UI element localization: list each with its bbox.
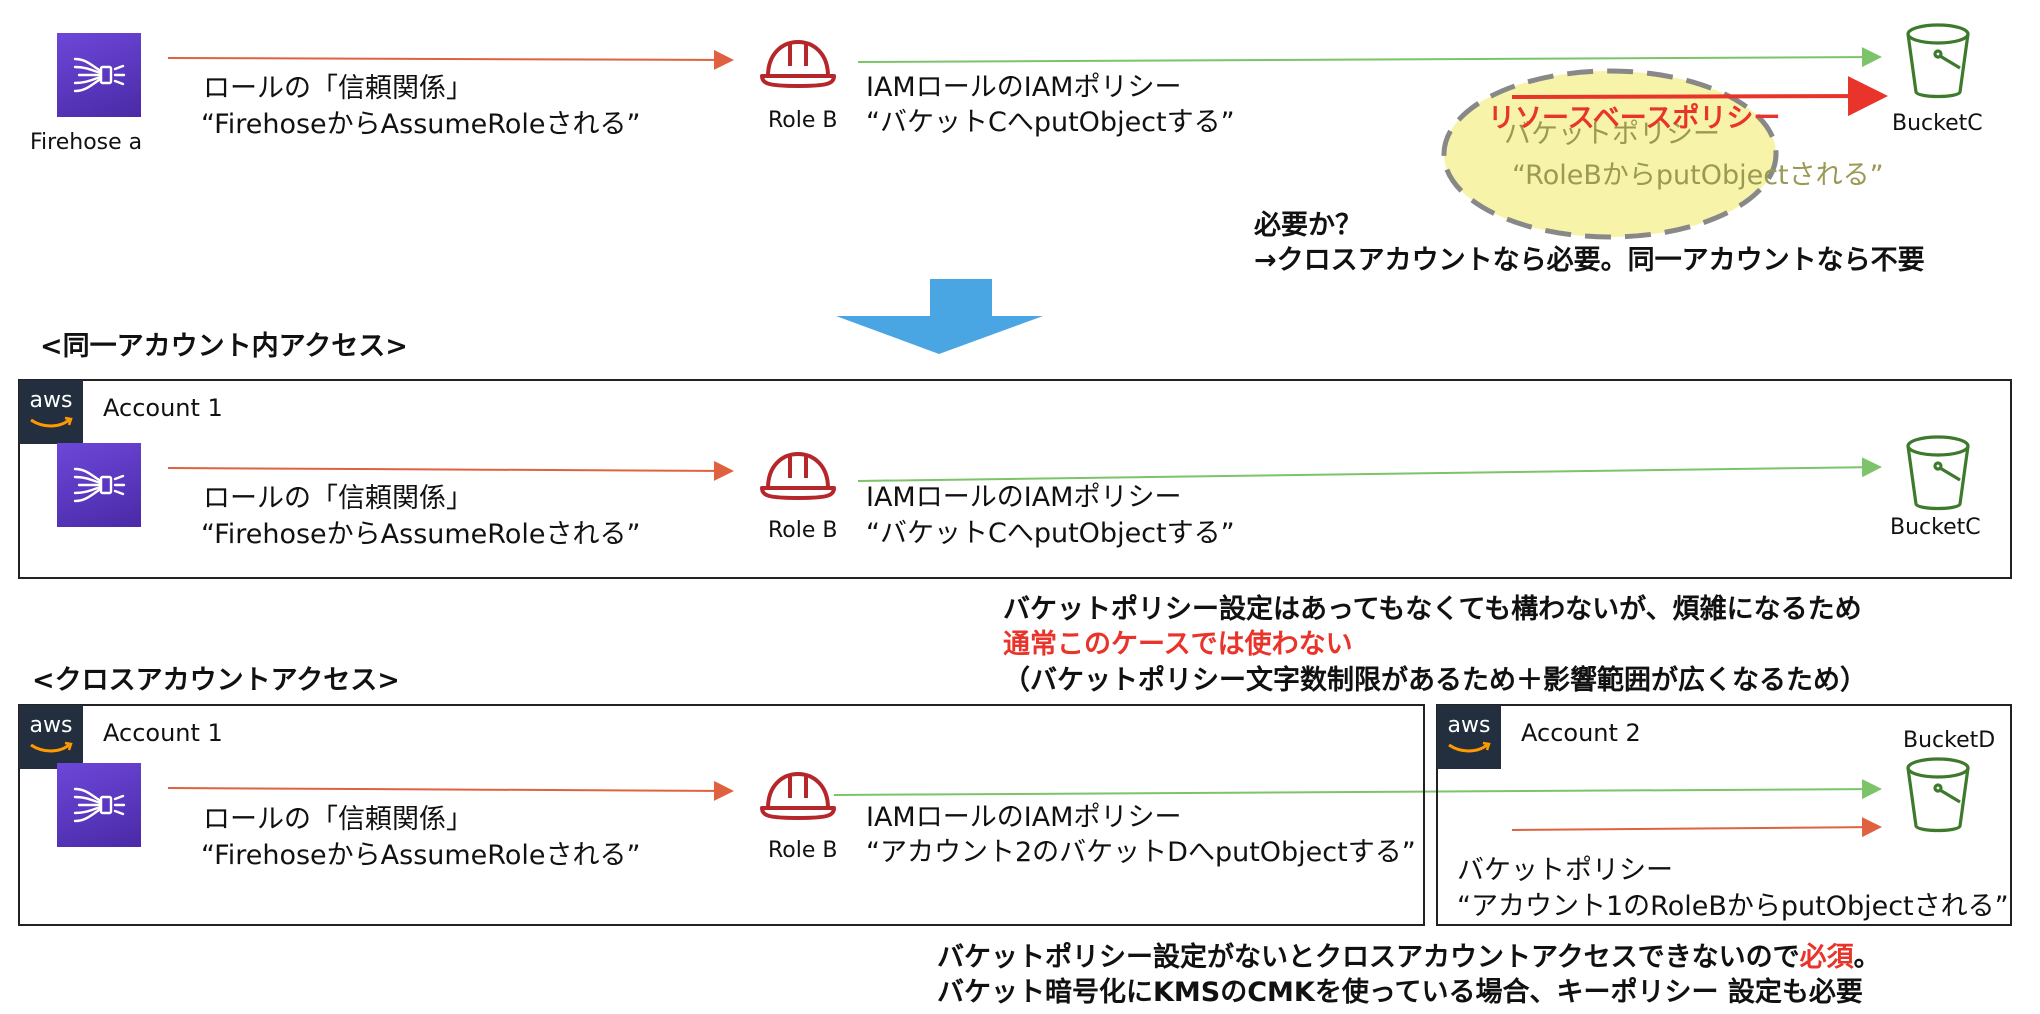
firehose-icon: [57, 33, 141, 117]
account-1-label: Account 1: [103, 394, 223, 422]
aws-logo-icon: aws: [19, 705, 83, 769]
s3-bucket-icon: [1906, 23, 1970, 99]
question-text: 必要か？: [1254, 210, 1362, 241]
iam-policy-title: IAMロールのIAMポリシー: [866, 482, 1182, 513]
role-label: Role B: [768, 838, 838, 863]
s3-bucket-icon: [1906, 435, 1970, 511]
account-1-container: [18, 704, 1425, 926]
resource-policy-arrow: [1511, 76, 1888, 117]
trust-arrow-cross: [167, 780, 734, 801]
trust-relationship-title: ロールの「信頼関係」: [203, 483, 473, 514]
trust-relationship-desc: “FirehoseからAssumeRoleされる”: [201, 840, 641, 871]
account-2-label: Account 2: [1521, 719, 1641, 747]
same-account-note-2: 通常このケースでは使わない: [1003, 629, 1353, 660]
account-2-container: [1436, 704, 2012, 926]
bucket-label: BucketD: [1903, 728, 1996, 753]
aws-logo-icon: aws: [19, 380, 83, 444]
firehose-icon: [57, 443, 141, 527]
trust-relationship-desc: “FirehoseからAssumeRoleされる”: [201, 519, 641, 550]
resource-policy-bubble: [1441, 68, 1779, 240]
s3-bucket-icon: [1906, 757, 1970, 833]
trust-relationship-desc: “FirehoseからAssumeRoleされる”: [201, 109, 641, 140]
bucket-label: BucketC: [1892, 111, 1983, 136]
bucket-policy-title: バケットポリシー: [1457, 855, 1673, 886]
cross-account-note-1: バケットポリシー設定がないとクロスアカウントアクセスできないので必須。: [937, 942, 1881, 973]
resource-policy-label: リソースベースポリシー: [1488, 103, 1781, 134]
bucket-label: BucketC: [1890, 515, 1981, 540]
iam-policy-desc: “バケットCへputObjectする”: [866, 518, 1235, 549]
iam-policy-desc: “バケットCへputObjectする”: [866, 107, 1235, 138]
answer-text: →クロスアカウントなら必要。同一アカウントなら不要: [1254, 245, 1925, 276]
account-1-container: [18, 379, 2012, 579]
iam-arrow-same: [857, 457, 1882, 482]
trust-arrow-same: [167, 460, 734, 481]
iam-policy-title: IAMロールのIAMポリシー: [866, 802, 1182, 833]
role-hardhat-icon: [760, 40, 836, 88]
aws-logo-icon: aws: [1437, 705, 1501, 769]
bucket-policy-arrow-cross: [1511, 817, 1882, 838]
iam-arrow-top: [857, 47, 1882, 68]
role-label: Role B: [768, 518, 838, 543]
down-arrow-icon: [836, 279, 1043, 354]
bucket-policy-title: バケットポリシー: [1504, 119, 1720, 150]
same-account-note-3: （バケットポリシー文字数制限があるため＋影響範囲が広くなるため）: [1003, 665, 1867, 696]
firehose-icon: [57, 763, 141, 847]
trust-arrow-top: [167, 49, 734, 70]
iam-policy-title: IAMロールのIAMポリシー: [866, 72, 1182, 103]
iam-policy-desc: “アカウント2のバケットDへputObjectする”: [866, 837, 1416, 868]
bucket-policy-desc: “アカウント1のRoleBからputObjectされる”: [1457, 891, 2009, 922]
cross-account-note-2: バケット暗号化にKMSのCMKを使っている場合、キーポリシー 設定も必要: [937, 977, 1863, 1008]
trust-relationship-title: ロールの「信頼関係」: [203, 804, 473, 835]
firehose-label: Firehose a: [30, 130, 143, 155]
iam-arrow-cross: [833, 779, 1882, 800]
account-1-label: Account 1: [103, 719, 223, 747]
role-hardhat-icon: [760, 452, 836, 500]
bucket-policy-desc: “RoleBからputObjectされる”: [1512, 160, 1884, 191]
role-label: Role B: [768, 108, 838, 133]
trust-relationship-title: ロールの「信頼関係」: [203, 73, 473, 104]
role-hardhat-icon: [760, 772, 836, 820]
same-account-note-1: バケットポリシー設定はあってもなくても構わないが、煩雑になるため: [1003, 594, 1862, 625]
same-account-heading: <同一アカウント内アクセス>: [40, 331, 408, 362]
cross-account-heading: <クロスアカウントアクセス>: [32, 665, 400, 696]
